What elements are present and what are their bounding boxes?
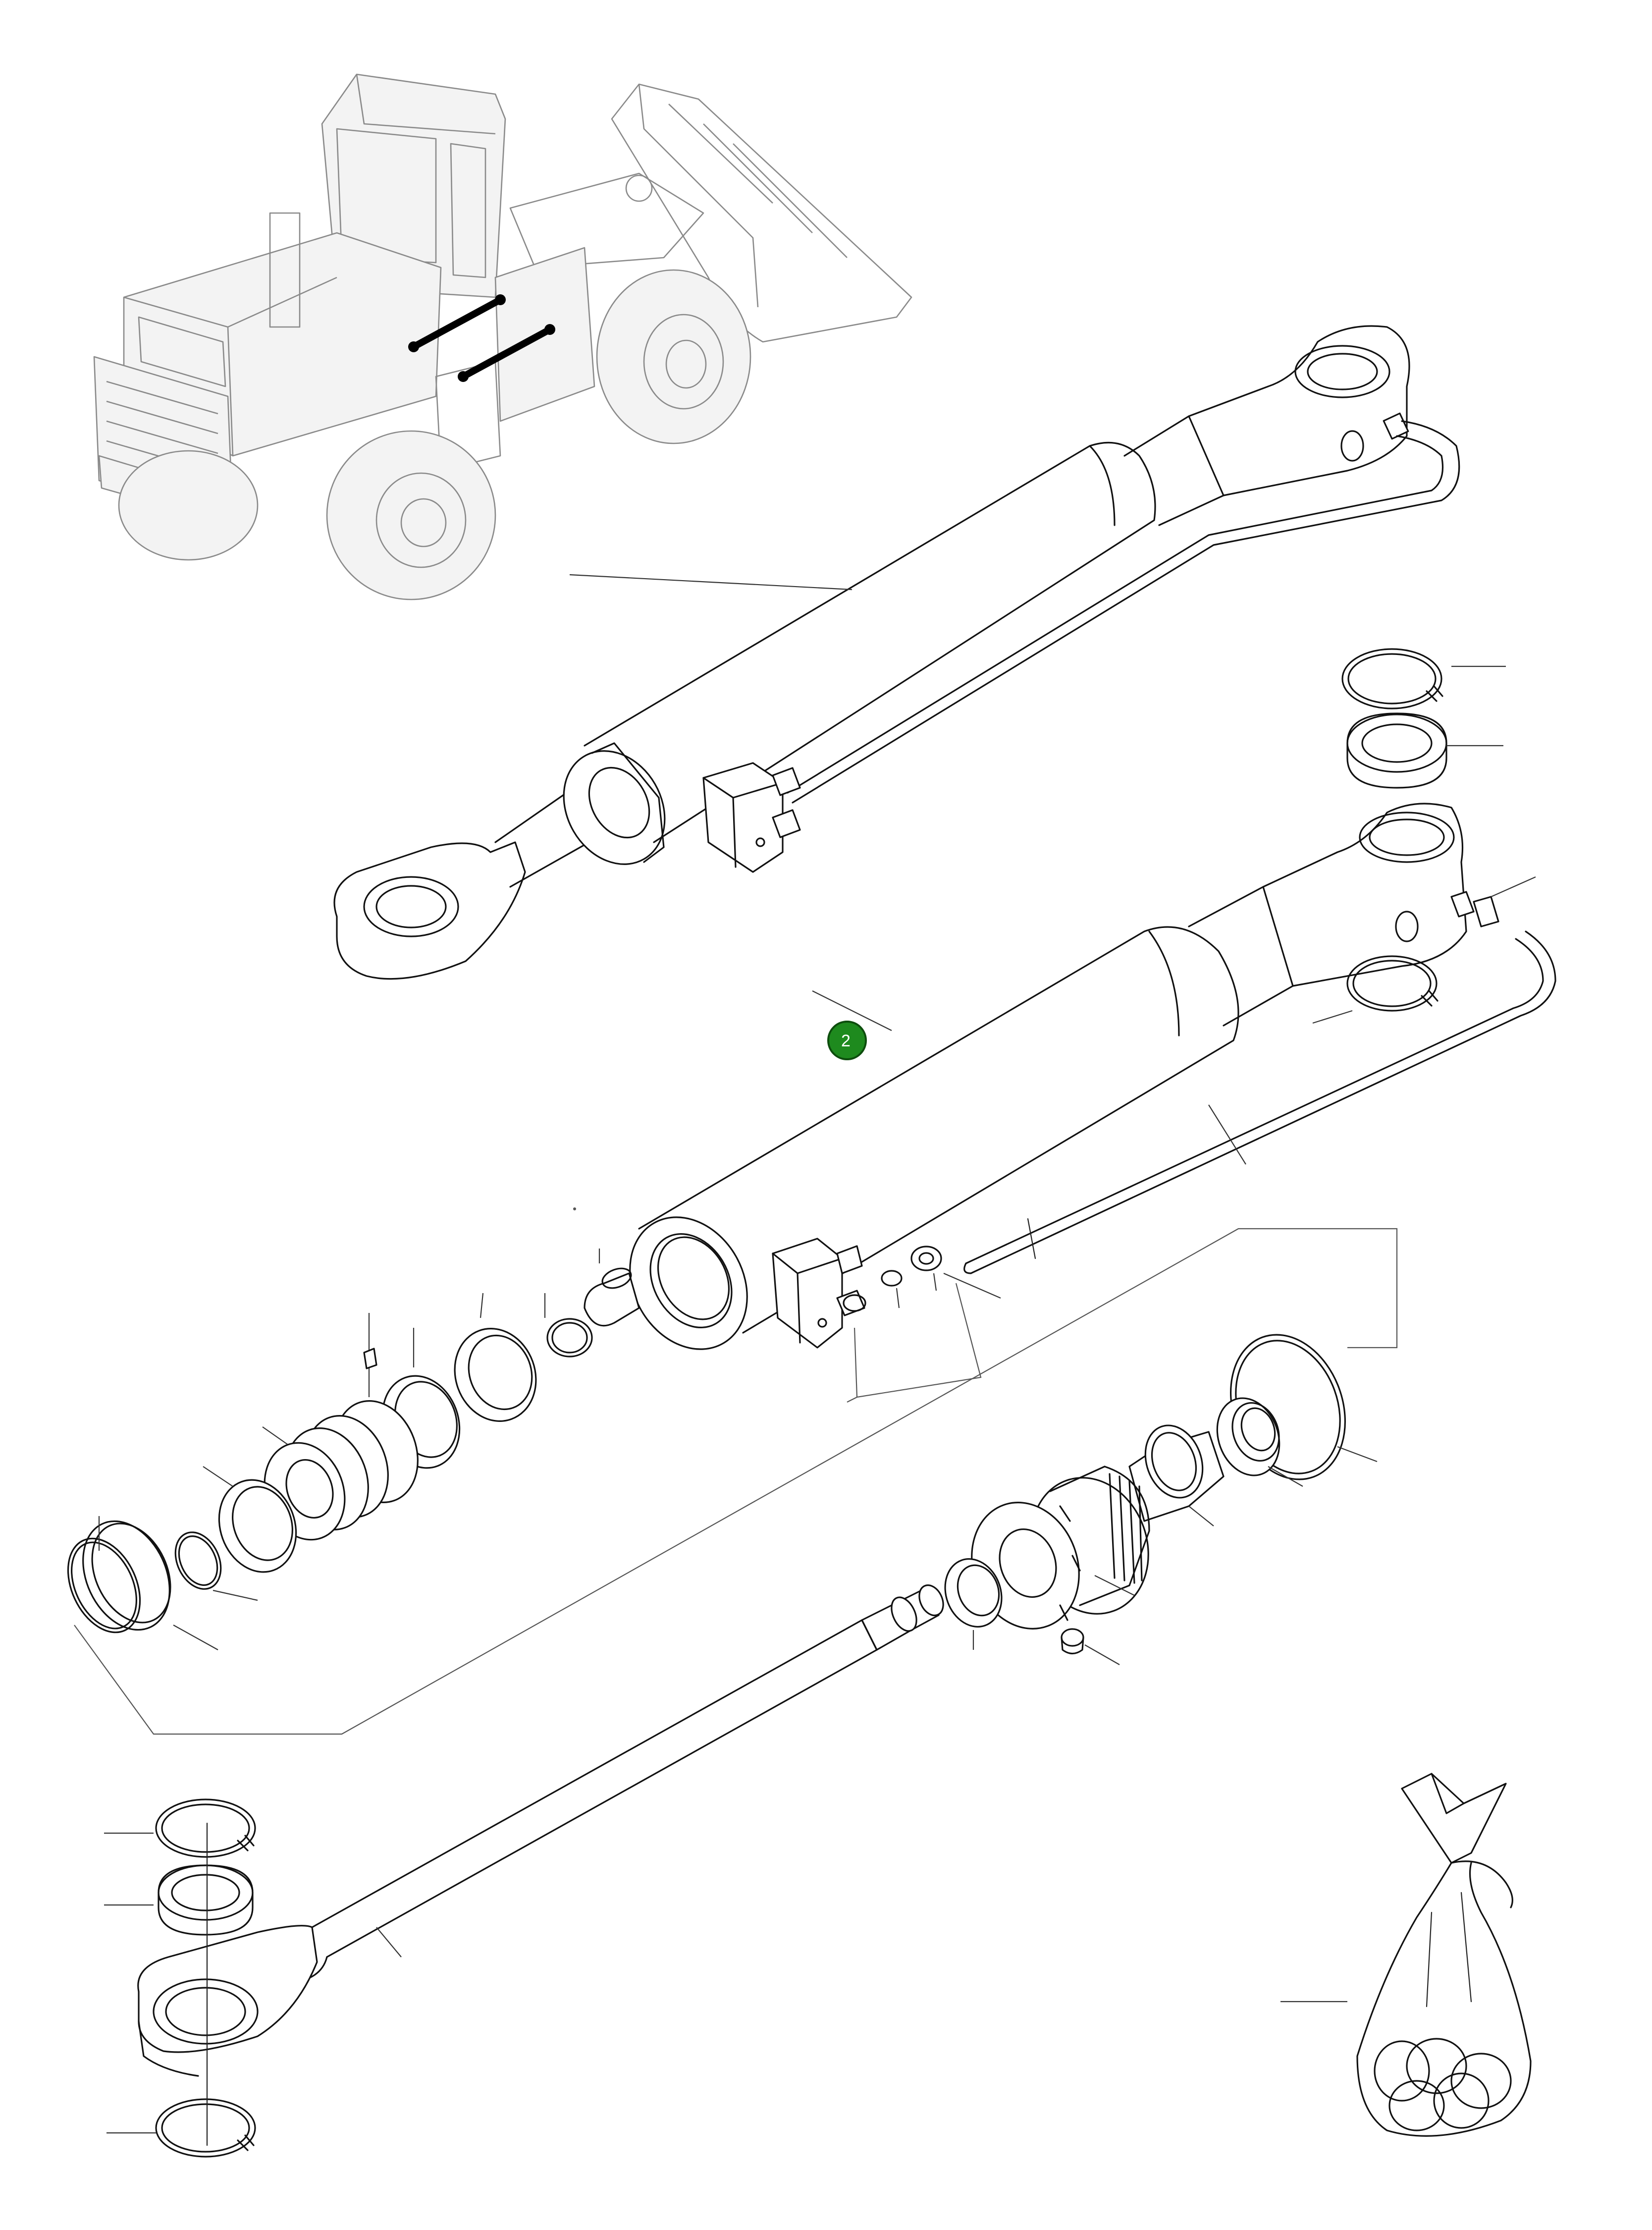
snap-ring-lower-top <box>104 1798 256 1858</box>
snap-ring-upper <box>1341 648 1506 709</box>
assembled-cylinder <box>333 325 1460 980</box>
hydraulic-tube <box>963 930 1556 1274</box>
callout-label: 2 <box>841 1032 851 1050</box>
callout-badge[interactable] <box>827 1021 867 1060</box>
stray-mark <box>573 1207 576 1210</box>
wheel-loader-locator-icon <box>93 73 912 600</box>
parts-bag-icon <box>1280 1773 1532 2137</box>
snap-ring-middle <box>1312 955 1439 1024</box>
gland-parts <box>944 1334 1378 1665</box>
fittings-small <box>836 1246 1001 1316</box>
callout-2[interactable]: 2 <box>827 1021 867 1060</box>
spherical-bearing-lower <box>104 1864 254 1936</box>
snap-ring-lower-bottom <box>107 2098 256 2158</box>
spherical-bearing-upper <box>1346 712 1503 789</box>
piston-parts <box>67 1249 640 1650</box>
piston-rod <box>137 1584 944 2077</box>
bracket-piston <box>74 1228 1398 1735</box>
cylinder-barrel <box>629 803 1536 1350</box>
bracket-valve <box>847 1283 982 1403</box>
